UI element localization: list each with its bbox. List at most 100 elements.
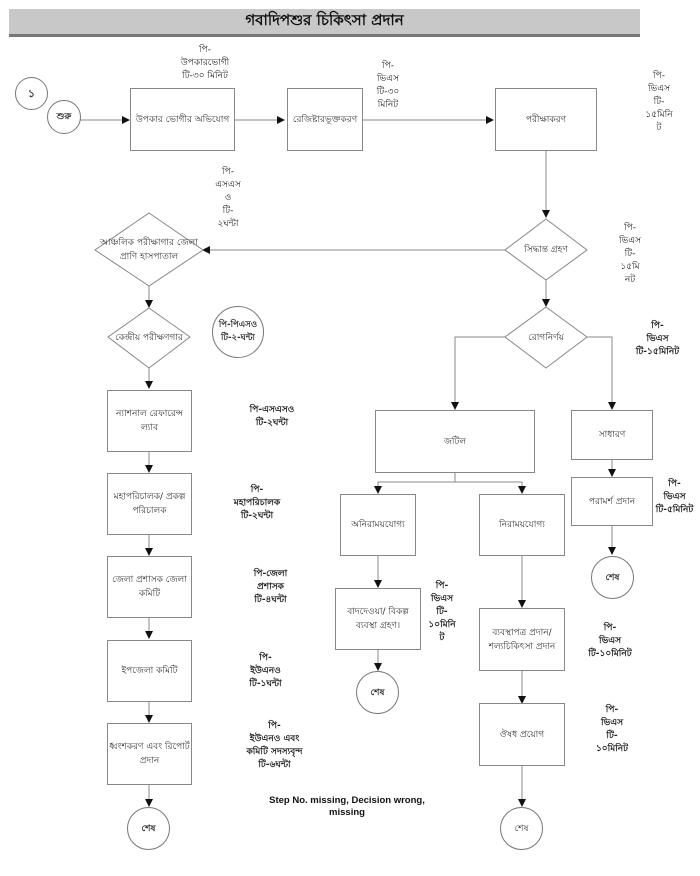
- arrow-diagnosis-complex: [451, 336, 505, 410]
- process-incurable: অনিরাময়যোগ্য: [340, 494, 416, 556]
- end-left-label: শেষ: [141, 823, 156, 834]
- end-right-label: শেষ: [605, 572, 620, 583]
- decision-diamond-central-lab: [107, 307, 191, 369]
- note-line: পি-: [603, 623, 617, 633]
- district-commissioner-label: জেলা প্রশাসক জেলা কমিটি: [112, 575, 187, 599]
- prescription-label: ব্যবস্থাপত্র প্রদান/ শল্যচিকিৎসা প্রদান: [488, 627, 556, 652]
- note-line: টি-১০মিনিট: [588, 649, 632, 659]
- note-line: ১৫মিনি: [645, 110, 673, 120]
- note-advice: পি- ভিএস টি-৫মিনিট: [652, 478, 697, 517]
- note-line: ভিএস: [663, 492, 686, 502]
- note-line: পি-: [651, 321, 664, 331]
- note-national-lab: পি-এসএসও টি-২ঘন্টা: [237, 404, 307, 430]
- note-line: ভিএস: [646, 334, 669, 344]
- process-cull-alternative: বাদদেওয়া/ বিকল্প ব্যবস্থা গ্রহণ।: [335, 588, 421, 650]
- end-terminal-right: শেষ: [591, 556, 634, 599]
- remark-line: missing: [329, 807, 365, 818]
- note-line: টি-২ঘন্টা: [240, 511, 274, 521]
- note-line: টি-: [606, 731, 618, 741]
- process-prescription: ব্যবস্থাপত্র প্রদান/ শল্যচিকিৎসা প্রদান: [479, 608, 565, 671]
- note-line: পি-: [668, 479, 681, 489]
- national-lab-label: ন্যাশনাল রেফারেন্স ল্যাব: [116, 409, 183, 433]
- decision-label: সিদ্ধান্ত গ্রহণ: [524, 245, 568, 255]
- arrow-complex-curable: [455, 481, 526, 494]
- process-destruction-report: ধ্বংশকরণ এবং রিপোর্ট প্রদান: [107, 723, 192, 785]
- note-line: ২ঘন্টা: [217, 219, 239, 229]
- examination-label: পরীক্ষাকরণ: [525, 114, 567, 125]
- medication-label: ঔষধ প্রয়োগ: [499, 729, 545, 740]
- end-terminal-mid: শেষ: [356, 671, 399, 714]
- note-line: ট: [656, 123, 662, 133]
- note-line: প্রশাসক: [257, 582, 284, 592]
- note-line: টি-৩০: [376, 87, 400, 97]
- process-complaint: উপকার ভোগীর অভিযোগ: [130, 88, 235, 151]
- central-lab-note-circle-text: পি-পিএসও টি-২-ঘন্টা: [218, 320, 258, 343]
- note-line: ইউএনও এবং: [249, 734, 300, 744]
- note-line: ইউএনও: [250, 666, 281, 676]
- central-lab-label-box: কেন্দ্রীয় পরীক্ষণগার: [108, 328, 190, 348]
- note-line: পি-: [653, 71, 665, 81]
- process-curable: নিরাময়যোগ্য: [479, 494, 565, 556]
- note-line: টি-৫মিনিট: [655, 505, 694, 515]
- note-line: পি-: [268, 721, 281, 731]
- note-complaint: পি- উপকারভোগী টি-৩০ মিনিট: [165, 44, 245, 83]
- note-line: টি-২ঘন্টা: [255, 418, 289, 428]
- note-line: পি-: [624, 223, 636, 233]
- note-line: ভিএস: [600, 718, 624, 728]
- note-line: টি-৪ঘন্টা: [254, 595, 287, 605]
- note-line: পি-: [199, 45, 211, 55]
- page-title-bar: গবাদিপশুর চিকিৎসা প্রদান: [9, 9, 640, 37]
- note-line: টি-১৫মিনিট: [635, 347, 680, 357]
- note-district-commissioner: পি-জেলা প্রশাসক টি-৪ঘন্টা: [243, 568, 298, 607]
- end-bottom-label: শেষ: [514, 823, 529, 834]
- decision-diamond-decision: [504, 218, 588, 281]
- note-line: টি-: [653, 97, 665, 107]
- process-upazila-committee: ইপজেলা কমিটি: [107, 640, 192, 702]
- note-regional-lab: পি- এসএস ও টি- ২ঘন্টা: [208, 166, 248, 231]
- note-director-general: পি- মহাপরিচালক টি-২ঘন্টা: [222, 484, 292, 523]
- process-national-lab: ন্যাশনাল রেফারেন্স ল্যাব: [107, 390, 192, 452]
- note-line: ও: [224, 193, 232, 203]
- note-medication: পি- ভিএস টি- ১০মিনিট: [587, 704, 637, 756]
- note-line: ভিএস: [618, 236, 642, 246]
- start-label: শুরু: [56, 112, 72, 122]
- note-line: ভিএস: [647, 84, 671, 94]
- note-line: পি-জেলা: [253, 569, 288, 579]
- note-upazila-committee: পি- ইউএনও টি-১ঘন্টা: [238, 652, 293, 691]
- process-simple: সাধারণ: [571, 410, 653, 460]
- decision-diamond-regional-lab: [94, 212, 204, 287]
- note-line: টি-১ঘন্টা: [249, 679, 282, 689]
- process-director-general: মহাপরিচালক/ প্রকল্প পরিচালক: [107, 473, 192, 535]
- process-medication: ঔষধ প্রয়োগ: [479, 703, 565, 766]
- diagnosis-label-box: রোগনির্ণয়: [505, 328, 587, 348]
- note-destruction-report: পি- ইউএনও এবং কমিটি সদস্যবৃন্দ টি-৬ঘন্টা: [232, 720, 317, 772]
- note-line: টি-৬ঘন্টা: [258, 760, 291, 770]
- note-line: পি-: [250, 485, 264, 495]
- process-advice: পরামর্শ প্রদান: [571, 477, 653, 526]
- arrow-complex-incurable: [374, 481, 455, 494]
- note-line: উপকারভোগী: [180, 58, 230, 68]
- end-terminal-bottom: শেষ: [500, 807, 543, 850]
- central-lab-note-circle: পি-পিএসও টি-২-ঘন্টা: [212, 306, 264, 358]
- note-line: ১০মিনি: [428, 620, 456, 630]
- simple-label: সাধারণ: [598, 430, 626, 440]
- advice-label: পরামর্শ প্রদান: [588, 496, 636, 507]
- note-line: নট: [624, 275, 636, 285]
- note-line: কমিটি সদস্যবৃন্দ: [246, 747, 303, 757]
- note-cull-alternative: পি- ভিএস টি- ১০মিনি ট: [424, 580, 460, 645]
- note-line: ট: [439, 633, 445, 643]
- note-line: ভিএস: [598, 636, 622, 646]
- process-district-commissioner: জেলা প্রশাসক জেলা কমিটি: [107, 556, 192, 618]
- complaint-label: উপকার ভোগীর অভিযোগ: [135, 114, 230, 125]
- note-line: ১০মিনিট: [595, 744, 629, 754]
- note-line: পি-এসএসও: [249, 405, 295, 415]
- note-examination: পি- ভিএস টি- ১৫মিনি ট: [638, 70, 680, 135]
- note-line: পি-: [259, 653, 272, 663]
- note-line: পি-: [222, 167, 234, 177]
- note-line: টি-: [222, 206, 234, 216]
- note-line: পি-: [605, 705, 619, 715]
- incurable-label: অনিরাময়যোগ্য: [351, 520, 405, 530]
- note-line: ভিএস: [430, 594, 454, 604]
- end-mid-label: শেষ: [370, 687, 385, 698]
